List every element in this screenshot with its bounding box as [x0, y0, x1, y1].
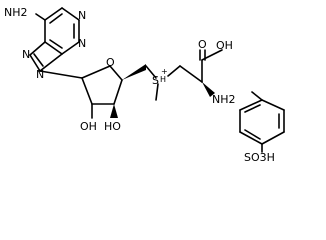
n1-label: N [78, 9, 86, 22]
benzene-ring [239, 99, 285, 145]
acid-o-label: O [198, 38, 207, 51]
sulfonate-label: SO3H [244, 151, 275, 162]
ring-o-label: O [106, 56, 115, 69]
amine-bond [35, 13, 46, 21]
ch2-s-bond [145, 65, 157, 79]
ho-3-label: HO [104, 120, 121, 133]
oh-2-label: OH [80, 120, 97, 133]
n9-label: N [36, 68, 44, 81]
s-methyl-bond [155, 83, 159, 101]
methyl-bond [251, 91, 263, 101]
sulfonium-h-label: H [160, 75, 166, 84]
glycosidic-bond [39, 70, 83, 79]
ca-nh2-wedge [202, 82, 215, 97]
c3-oh-wedge [110, 104, 118, 118]
sulfonium-label: S [152, 74, 159, 87]
n3-label: N [78, 37, 86, 50]
adenine-imidazole-ring [29, 41, 63, 72]
structure-diagram: NH2 N N N N O S H + OH HO OH O NH2 SO3H [4, 6, 285, 162]
n7-label: N [22, 48, 30, 61]
adenine-pyrimidine-ring [44, 7, 80, 55]
amine-label: NH2 [212, 93, 236, 106]
molecule-drawing: NH2 N N N N O S H + OH HO OH O NH2 SO3H [4, 6, 285, 162]
c-oh-bond [201, 49, 223, 61]
acid-oh-label: OH [216, 39, 233, 52]
ch2-ch2-bond [179, 65, 203, 83]
c4-ch2-wedge [122, 64, 146, 80]
s-ch2-bond [167, 65, 181, 77]
sulfonium-charge-label: + [161, 67, 168, 76]
ribose-ring [81, 65, 123, 105]
nh2-adenine-label: NH2 [4, 6, 28, 19]
